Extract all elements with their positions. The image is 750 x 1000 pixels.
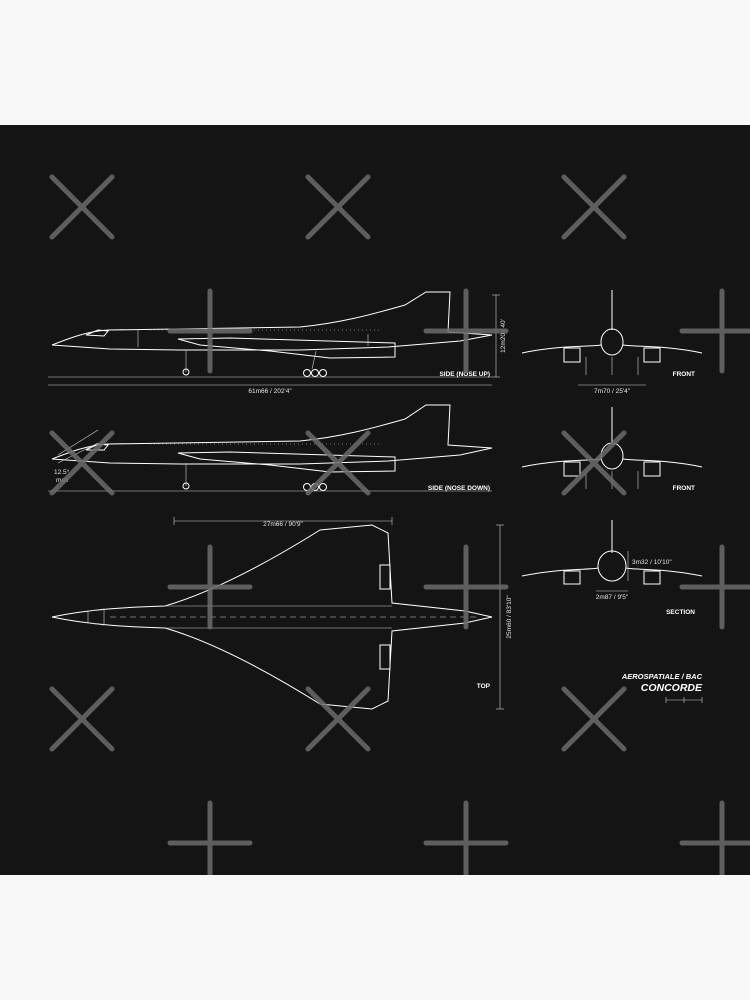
watermark-plus-icon [167,544,253,630]
blueprint-drawing: SIDE (NOSE UP) SIDE (NOSE DOWN) TOP FRON… [48,174,750,875]
section-view [521,520,703,592]
watermark-x-icon [561,430,627,496]
watermark-x-icon [49,686,115,752]
front-view-2-label: FRONT [673,485,695,492]
watermark-x-icon [49,174,115,240]
watermark-plus-icon [423,288,509,374]
watermark-x-icon [305,430,371,496]
top-view-label: TOP [477,683,491,690]
fuselage-height-dimension: 3m32 / 10'10" [632,559,672,566]
side-nose-down-label: SIDE (NOSE DOWN) [428,485,490,492]
section-view-label: SECTION [666,609,695,616]
watermark-plus-icon [423,800,509,875]
side-view-nose-down [48,404,493,492]
wingspan-dimension: 25m60 / 83'10" [506,595,513,639]
track-dimension: 7m70 / 25'4" [594,388,631,395]
title-block [665,697,703,703]
watermark-plus-icon [679,544,750,630]
height-dimension: 12m20 / 40' [500,319,507,353]
fuselage-width-dimension: 2m87 / 9'5" [596,594,629,601]
front-view-1-label: FRONT [673,371,695,378]
watermark-x-icon [305,174,371,240]
blueprint-poster: SIDE (NOSE UP) SIDE (NOSE DOWN) TOP FRON… [0,125,750,875]
front-view-1 [521,290,703,386]
side-view-nose-up [48,291,500,386]
watermark-x-icon [49,430,115,496]
top-view [51,517,504,710]
nose-droop-dimension: 12.5° [54,468,70,476]
watermark-plus-icon [679,800,750,875]
wing-root-chord-dimension: 27m66 / 90'9" [263,521,303,528]
manufacturer-label: AEROSPATIALE / BAC [621,672,703,681]
watermark-pattern [49,174,750,875]
watermark-plus-icon [167,288,253,374]
watermark-x-icon [561,174,627,240]
watermark-x-icon [305,686,371,752]
aircraft-name-title: CONCORDE [641,682,703,694]
watermark-plus-icon [423,544,509,630]
watermark-plus-icon [167,800,253,875]
watermark-plus-icon [679,288,750,374]
watermark-x-icon [561,686,627,752]
side-nose-up-label: SIDE (NOSE UP) [439,371,490,378]
length-dimension: 61m66 / 202'4" [248,388,292,395]
